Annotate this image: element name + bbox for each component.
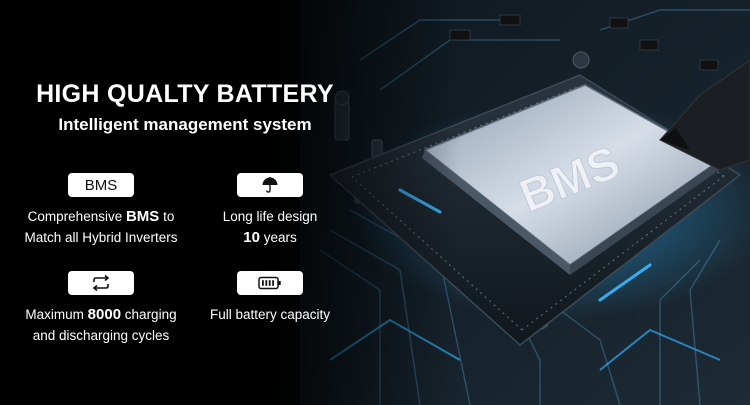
feature-bms-line2: Match all Hybrid Inverters (24, 230, 178, 245)
umbrella-badge (237, 173, 303, 197)
battery-icon (258, 276, 281, 290)
cycle-icon (92, 274, 110, 292)
feature-bms-line1-prefix: Comprehensive (27, 209, 126, 224)
feature-capacity-text: Full battery capacity (190, 304, 350, 325)
feature-bms-text: Comprehensive BMS to Match all Hybrid In… (10, 206, 192, 248)
feature-capacity: Full battery capacity (190, 271, 350, 325)
feature-cycles: Maximum 8000 charging and discharging cy… (10, 271, 192, 346)
feature-long-life-text: Long life design 10 years (190, 206, 350, 248)
feature-long-life-line1: Long life design (222, 209, 318, 224)
battery-badge (237, 271, 303, 295)
feature-bms-line1-suffix: to (159, 209, 175, 224)
bms-badge-label: BMS (84, 176, 118, 194)
feature-cycles-count: 8000 (87, 306, 122, 323)
feature-long-life-years-suffix: years (259, 230, 297, 245)
banner-title: HIGH QUALTY BATTERY (36, 80, 334, 108)
umbrella-icon (262, 177, 278, 193)
feature-capacity-line1: Full battery capacity (209, 307, 331, 322)
feature-cycles-line2: and discharging cycles (32, 328, 170, 343)
cycle-badge (68, 271, 134, 295)
feature-cycles-line1-prefix: Maximum (25, 307, 88, 322)
feature-cycles-line1-suffix: charging (121, 307, 177, 322)
feature-long-life: Long life design 10 years (190, 173, 350, 248)
bms-badge: BMS (68, 173, 134, 197)
feature-bms-line1-bold: BMS (125, 208, 160, 225)
feature-long-life-years-number: 10 (243, 229, 260, 246)
feature-cycles-text: Maximum 8000 charging and discharging cy… (10, 304, 192, 346)
feature-bms: BMS Comprehensive BMS to Match all Hybri… (10, 173, 192, 248)
banner-subtitle: Intelligent management system (58, 115, 312, 134)
